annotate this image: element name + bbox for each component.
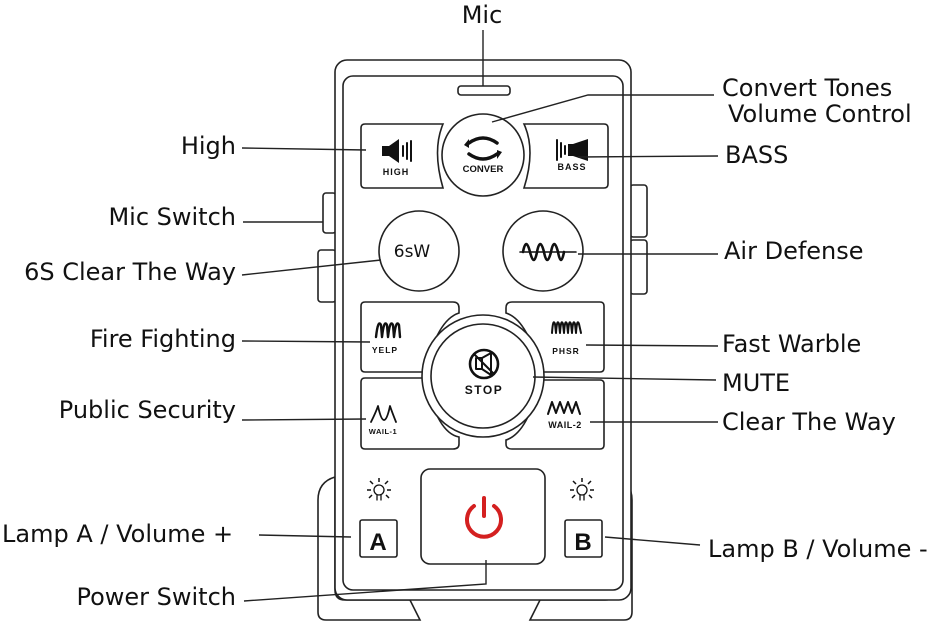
six-s-button-label: 6sW bbox=[394, 242, 431, 262]
speaker-bass-icon bbox=[556, 139, 588, 161]
callout-6s-clear-the-way: 6S Clear The Way bbox=[24, 258, 236, 286]
callout-lamp-a-volume-plus: Lamp A / Volume + bbox=[2, 520, 233, 548]
mic-slot bbox=[457, 85, 511, 96]
bass-button-label: BASS bbox=[557, 162, 586, 172]
yelp-button-label: YELP bbox=[372, 345, 398, 355]
wail-2-wave-icon bbox=[547, 401, 581, 415]
callout-mic: Mic bbox=[462, 1, 503, 29]
lamp-b-button-label: B bbox=[574, 529, 591, 556]
power-icon bbox=[465, 496, 503, 539]
lamp-a-button[interactable] bbox=[359, 519, 398, 558]
right-side-key-upper[interactable] bbox=[629, 184, 648, 238]
wail-2-button-label: WAIL-2 bbox=[548, 420, 582, 430]
mic-switch-side-key[interactable] bbox=[322, 192, 337, 234]
phsr-button-label: PHSR bbox=[552, 346, 580, 356]
leader-lines bbox=[241, 30, 719, 602]
lamp-a-button-label: A bbox=[369, 529, 386, 556]
phsr-wave-icon bbox=[551, 321, 582, 334]
callout-fast-warble: Fast Warble bbox=[722, 330, 861, 358]
left-side-key[interactable] bbox=[317, 249, 337, 303]
callout-high: High bbox=[181, 132, 236, 160]
left-foot bbox=[317, 475, 422, 621]
callout-convert-tones: Convert Tones bbox=[722, 74, 892, 102]
wail-1-wave-icon bbox=[370, 405, 397, 423]
callout-volume-control: Volume Control bbox=[728, 100, 912, 128]
wail-2-button[interactable] bbox=[505, 379, 605, 450]
stop-button[interactable] bbox=[430, 323, 536, 429]
wail-1-button[interactable] bbox=[360, 377, 460, 450]
wail-1-button-label: WAIL-1 bbox=[369, 427, 397, 436]
callout-air-defense: Air Defense bbox=[724, 237, 864, 265]
lamp-b-button[interactable] bbox=[564, 519, 603, 558]
stop-button-label: STOP bbox=[465, 383, 503, 397]
yelp-wave-icon bbox=[374, 322, 402, 339]
conver-button[interactable] bbox=[441, 113, 525, 197]
callout-lamp-b-volume-minus: Lamp B / Volume - bbox=[708, 535, 928, 563]
callout-clear-the-way: Clear The Way bbox=[722, 408, 896, 436]
lamp-a-bulb-icon bbox=[367, 478, 391, 501]
callout-mic-switch: Mic Switch bbox=[108, 203, 236, 231]
callout-power-switch: Power Switch bbox=[76, 583, 236, 611]
convert-arrows-icon bbox=[464, 136, 502, 161]
callout-fire-fighting: Fire Fighting bbox=[90, 325, 236, 353]
bass-button[interactable] bbox=[522, 123, 609, 189]
six-s-clear-the-way-button[interactable] bbox=[378, 210, 460, 292]
high-button-label: HIGH bbox=[383, 167, 410, 177]
right-side-key-lower[interactable] bbox=[629, 239, 648, 295]
speaker-high-icon bbox=[382, 139, 412, 163]
mute-speaker-icon bbox=[468, 348, 500, 380]
callout-public-security: Public Security bbox=[59, 396, 236, 424]
callout-bass: BASS bbox=[725, 141, 788, 169]
callout-mute: MUTE bbox=[722, 369, 790, 397]
conver-button-label: CONVER bbox=[463, 164, 504, 175]
lamp-b-bulb-icon bbox=[570, 478, 594, 501]
